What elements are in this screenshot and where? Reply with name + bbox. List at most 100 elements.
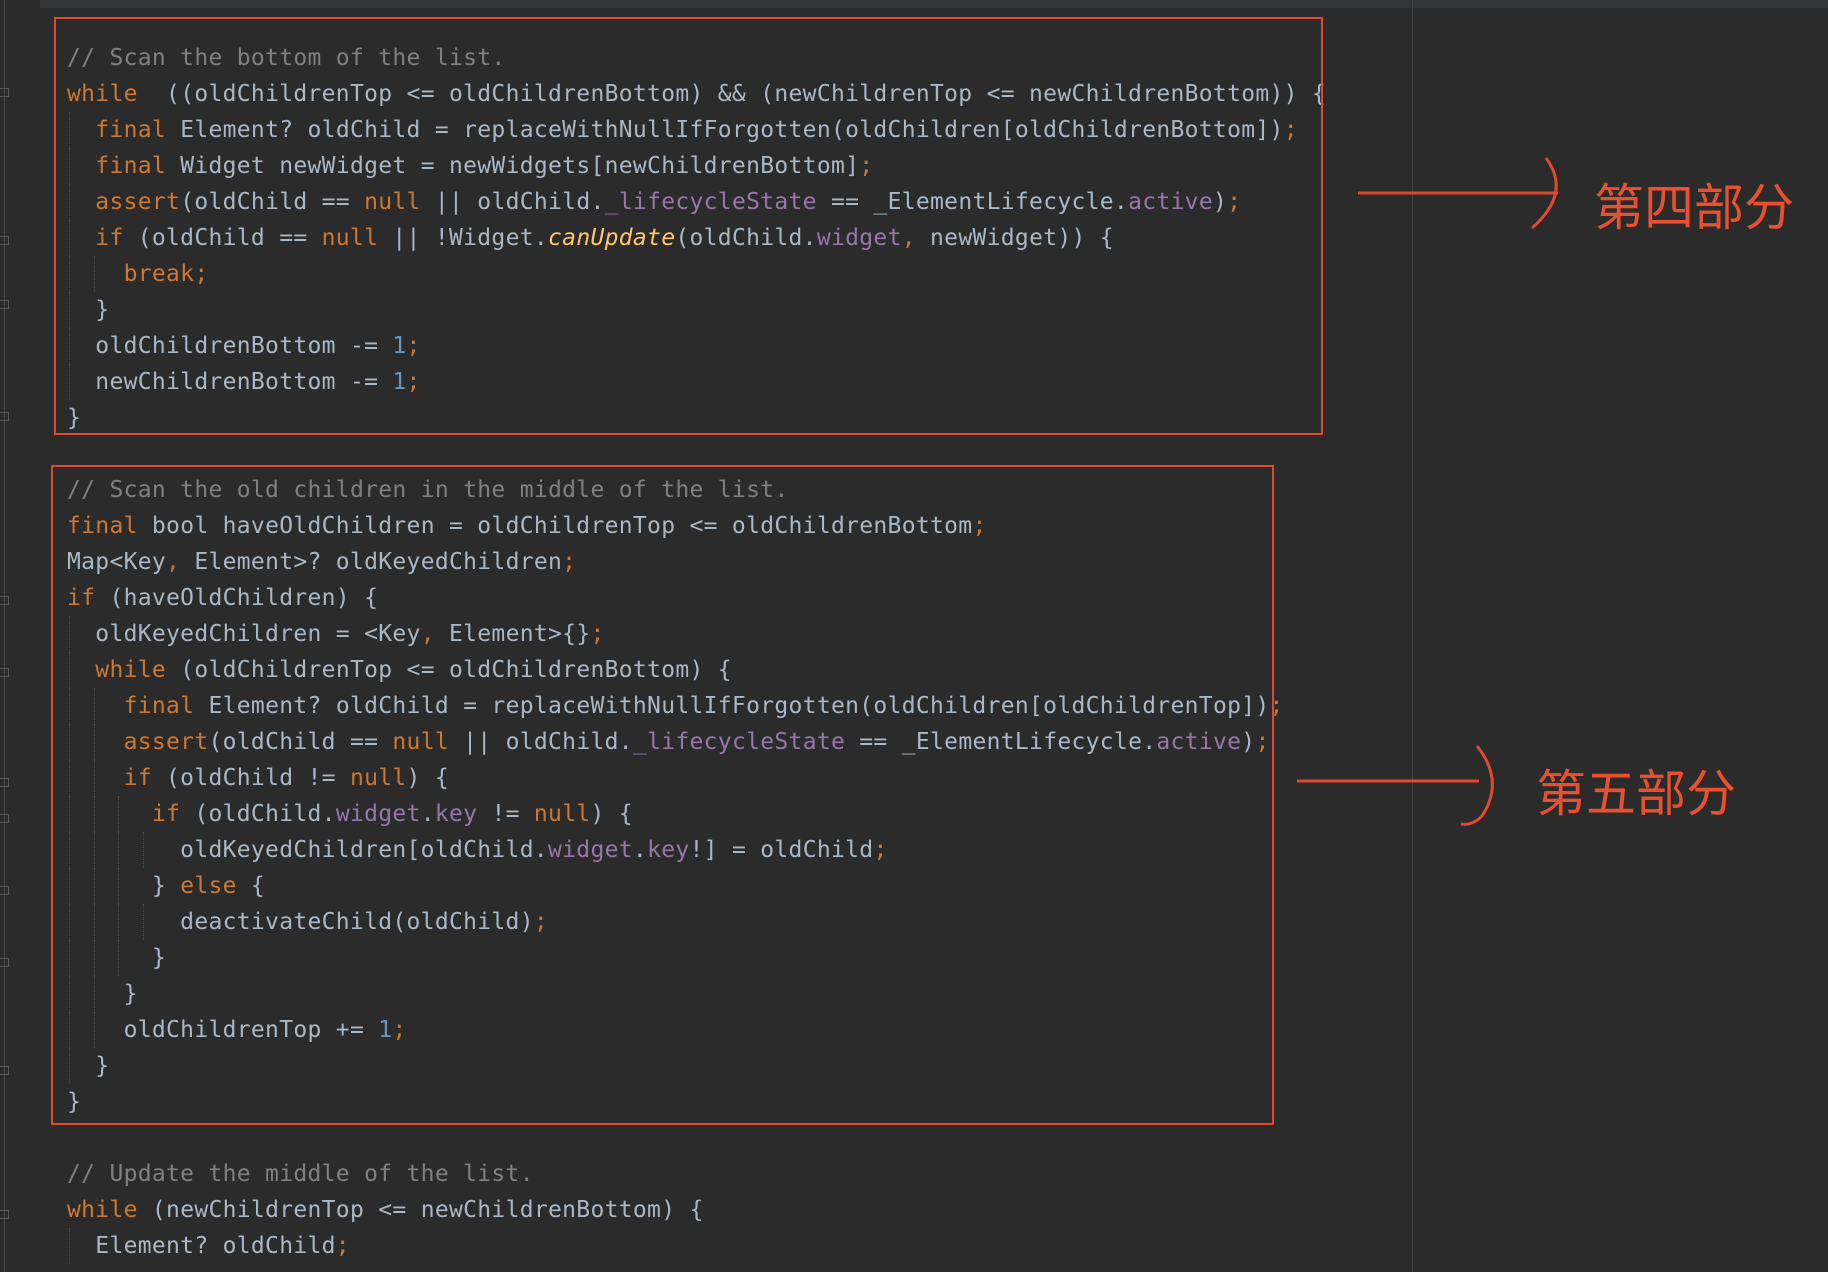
code-line[interactable]: deactivateChild(oldChild); <box>67 904 1326 940</box>
code-token: null <box>392 729 449 755</box>
code-line[interactable]: } <box>67 940 1326 976</box>
code-line[interactable]: break; <box>67 256 1326 292</box>
code-token: ; <box>972 513 987 539</box>
code-token: bool haveOldChildren = oldChildrenTop <=… <box>137 513 973 539</box>
section-5-highlight-box <box>51 465 1274 1125</box>
code-line[interactable]: while (oldChildrenTop <= oldChildrenBott… <box>67 652 1326 688</box>
code-line[interactable]: final Widget newWidget = newWidgets[newC… <box>67 148 1326 184</box>
fold-marker[interactable] <box>0 668 9 677</box>
fold-marker[interactable] <box>0 88 9 97</box>
code-line[interactable]: newChildrenBottom -= 1; <box>67 364 1326 400</box>
code-token: } <box>67 1053 110 1079</box>
fold-marker[interactable] <box>0 300 9 309</box>
code-line[interactable]: oldChildrenBottom -= 1; <box>67 328 1326 364</box>
code-token: while <box>67 1197 138 1223</box>
code-token: oldChildrenBottom -= <box>67 333 393 359</box>
indent-guide <box>118 940 120 976</box>
indent-guide <box>93 760 95 796</box>
code-line[interactable]: oldChildrenTop += 1; <box>67 1012 1326 1048</box>
code-token: if <box>123 765 152 791</box>
code-line[interactable]: oldKeyedChildren[oldChild.widget.key!] =… <box>67 832 1326 868</box>
code-line[interactable]: } <box>67 400 1326 436</box>
code-token: } <box>67 981 138 1007</box>
code-line[interactable]: } <box>67 1084 1326 1120</box>
code-token: Element>{} <box>434 621 591 647</box>
gutter-border <box>4 0 5 1272</box>
fold-marker[interactable] <box>0 958 9 967</box>
code-token: (haveOldChildren) { <box>95 585 379 611</box>
code-token: assert <box>95 189 181 215</box>
section-4-label: 第四部分 <box>1594 179 1794 237</box>
code-token: !] = oldChild <box>689 837 874 863</box>
code-line[interactable]: assert(oldChild == null || oldChild._lif… <box>67 724 1326 760</box>
code-token: || oldChild. <box>420 189 605 215</box>
section-4-arrow <box>1358 155 1558 235</box>
indent-guide <box>69 256 70 292</box>
indent-guide <box>93 832 95 868</box>
indent-guide <box>69 688 70 724</box>
code-token: (newChildrenTop <= newChildrenBottom) { <box>137 1197 704 1223</box>
code-line[interactable]: // Scan the old children in the middle o… <box>67 472 1326 508</box>
code-line[interactable]: Element? oldChild; <box>67 1228 1326 1264</box>
code-token: || oldChild. <box>449 729 633 755</box>
code-line[interactable]: Map<Key, Element>? oldKeyedChildren; <box>67 544 1326 580</box>
code-token: . <box>632 837 648 863</box>
indent-guide <box>69 292 70 328</box>
code-token: ; <box>1283 117 1298 143</box>
fold-marker[interactable] <box>0 412 9 421</box>
code-token: final <box>67 513 138 539</box>
code-line[interactable]: if (haveOldChildren) { <box>67 580 1326 616</box>
fold-marker[interactable] <box>0 778 9 787</box>
code-token: oldKeyedChildren = <Key <box>67 621 421 647</box>
code-line[interactable]: while ((oldChildrenTop <= oldChildrenBot… <box>67 76 1326 112</box>
right-margin-guide <box>1412 0 1413 1272</box>
code-line[interactable]: oldKeyedChildren = <Key, Element>{}; <box>67 616 1326 652</box>
code-token: ; <box>406 369 421 395</box>
indent-guide <box>69 868 70 904</box>
indent-guide <box>93 688 95 724</box>
code-area[interactable]: // Scan the bottom of the list.while ((o… <box>67 40 1326 1264</box>
code-line[interactable]: final bool haveOldChildren = oldChildren… <box>67 508 1326 544</box>
code-token: Map<Key <box>67 549 167 575</box>
code-line[interactable]: final Element? oldChild = replaceWithNul… <box>67 688 1326 724</box>
code-line[interactable]: } <box>67 976 1326 1012</box>
code-line[interactable]: if (oldChild == null || !Widget.canUpdat… <box>67 220 1326 256</box>
code-token: ; <box>406 333 421 359</box>
code-token: null <box>349 765 407 791</box>
code-line[interactable]: if (oldChild.widget.key != null) { <box>67 796 1326 832</box>
code-line[interactable]: final Element? oldChild = replaceWithNul… <box>67 112 1326 148</box>
code-token: active <box>1156 729 1242 755</box>
code-line[interactable]: while (newChildrenTop <= newChildrenBott… <box>67 1192 1326 1228</box>
code-line[interactable]: } <box>67 1048 1326 1084</box>
code-token: widget <box>548 837 633 863</box>
code-line[interactable]: } else { <box>67 868 1326 904</box>
indent-guide <box>93 868 95 904</box>
indent-guide <box>69 328 70 364</box>
code-token: ; <box>859 153 874 179</box>
code-line[interactable]: } <box>67 292 1326 328</box>
code-token: oldKeyedChildren[oldChild. <box>67 837 549 863</box>
code-token: final <box>123 693 195 719</box>
code-token: , <box>166 549 181 575</box>
indent-guide <box>93 940 95 976</box>
code-token: oldChildrenTop += <box>67 1017 379 1043</box>
code-line[interactable]: // Scan the bottom of the list. <box>67 40 1326 76</box>
code-line[interactable]: if (oldChild != null) { <box>67 760 1326 796</box>
fold-marker[interactable] <box>0 886 9 895</box>
code-line[interactable] <box>67 1120 1326 1156</box>
fold-marker[interactable] <box>0 1210 9 1219</box>
code-token: 1 <box>392 369 407 395</box>
section-5-arrow <box>1297 745 1497 826</box>
indent-guide <box>69 112 70 148</box>
code-line[interactable]: // Update the middle of the list. <box>67 1156 1326 1192</box>
code-token: deactivateChild(oldChild) <box>67 909 534 935</box>
code-line[interactable]: assert(oldChild == null || oldChild._lif… <box>67 184 1326 220</box>
fold-marker[interactable] <box>0 596 9 605</box>
fold-marker[interactable] <box>0 236 9 245</box>
code-token: newChildrenBottom -= <box>67 369 393 395</box>
fold-marker[interactable] <box>0 1066 9 1075</box>
fold-marker[interactable] <box>0 814 9 823</box>
code-token: _lifecycleState <box>632 729 846 755</box>
code-token: } <box>67 297 110 323</box>
